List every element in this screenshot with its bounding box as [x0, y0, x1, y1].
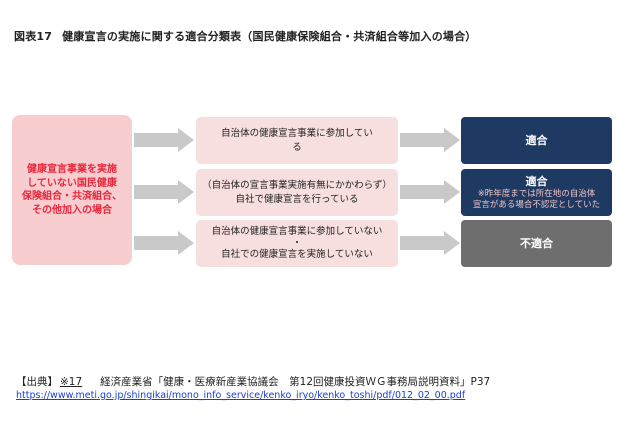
condition-box-none: 自治体の健康宣言事業に参加していない ・ 自社での健康宣言を実施していない	[196, 220, 398, 267]
figure-number: 図表17	[14, 30, 53, 43]
subject-text: 健康宣言事業を実施 していない国民健康 保険組合・共済組合、 その他加入の場合	[20, 163, 124, 217]
condition-line: 自治体の健康宣言事業に参加していない	[211, 226, 383, 238]
figure-title-text: 健康宣言の実施に関する適合分類表（国民健康保険組合・共済組合等加入の場合）	[62, 30, 477, 43]
subject-line: 保険組合・共済組合、	[22, 191, 122, 202]
source-mark: ※17	[60, 376, 83, 388]
arrow-right-icon	[400, 231, 460, 255]
source-citation: 【出典】※17 経済産業省「健康・医療新産業協議会 第12回健康投資ＷＧ事務局説明…	[16, 374, 490, 389]
arrow-right-icon	[134, 128, 194, 152]
condition-line: 自社で健康宣言を行っている	[235, 193, 359, 205]
result-box-compliant-note: 適合 ※昨年度までは所在地の自治体 宣言がある場合不認定としていた	[461, 169, 612, 216]
condition-line: 自社での健康宣言を実施していない	[221, 249, 373, 261]
source-url-link[interactable]: https://www.meti.go.jp/shingikai/mono_in…	[16, 390, 466, 401]
result-label: 不適合	[520, 236, 553, 250]
result-box-noncompliant: 不適合	[461, 220, 612, 267]
result-note: ※昨年度までは所在地の自治体	[477, 188, 596, 199]
source-publication: 経済産業省「健康・医療新産業協議会 第12回健康投資ＷＧ事務局説明資料」P37	[100, 376, 491, 388]
result-note: 宣言がある場合不認定としていた	[472, 199, 601, 210]
source-label: 【出典】	[16, 376, 58, 388]
condition-line: 自治体の健康宣言事業に参加してい	[221, 127, 373, 139]
subject-line: 健康宣言事業を実施	[27, 164, 117, 175]
condition-box-own-declaration: （自治体の宣言事業実施有無にかかわらず） 自社で健康宣言を行っている	[196, 169, 398, 216]
arrow-right-icon	[134, 180, 194, 204]
subject-box: 健康宣言事業を実施 していない国民健康 保険組合・共済組合、 その他加入の場合	[12, 115, 132, 265]
condition-box-participating: 自治体の健康宣言事業に参加してい る	[196, 117, 398, 164]
arrow-right-icon	[400, 180, 460, 204]
condition-line: （自治体の宣言事業実施有無にかかわらず）	[202, 179, 392, 191]
subject-line: していない国民健康	[27, 177, 117, 189]
result-box-compliant: 適合	[461, 117, 612, 164]
arrow-right-icon	[400, 128, 460, 152]
figure-title: 図表17 健康宣言の実施に関する適合分類表（国民健康保険組合・共済組合等加入の場合…	[14, 28, 477, 44]
condition-line: る	[292, 141, 302, 153]
result-label: 適合	[525, 174, 548, 188]
result-label: 適合	[525, 133, 548, 147]
subject-line: その他加入の場合	[32, 204, 112, 216]
arrow-right-icon	[134, 231, 194, 255]
condition-line: ・	[292, 237, 302, 249]
